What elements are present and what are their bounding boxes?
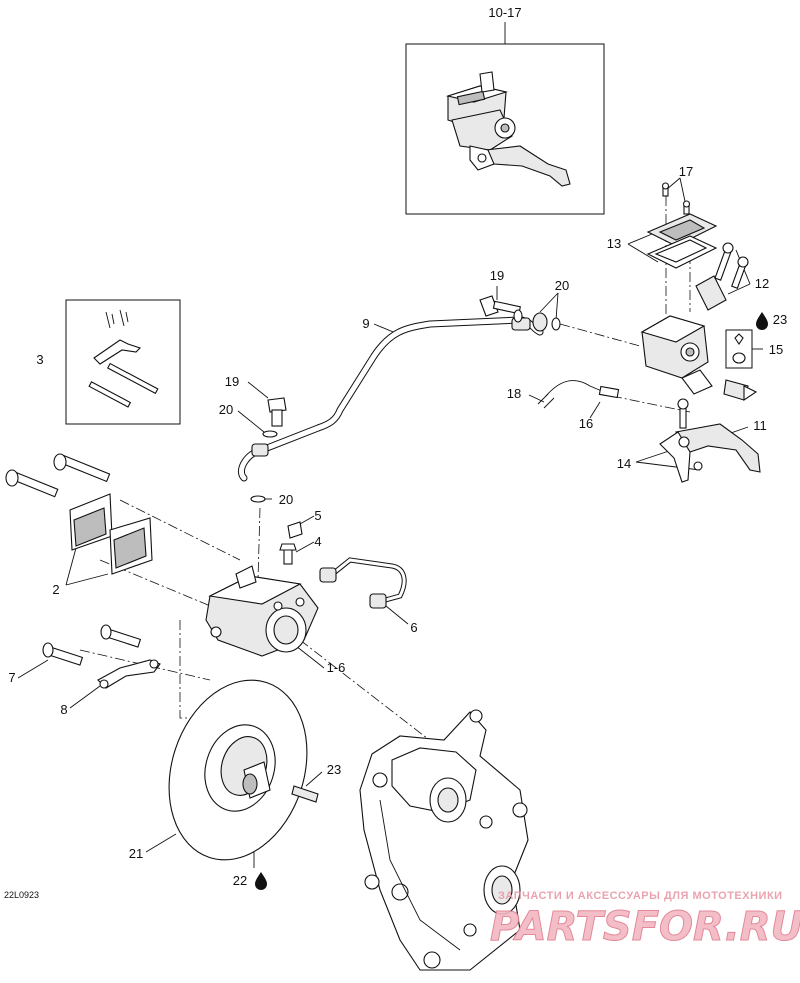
inset-pad-hardware-3 xyxy=(65,299,181,425)
banjo-bolt-19-lower xyxy=(250,397,287,503)
master-cylinder xyxy=(640,315,758,402)
callout-1-6: 1-6 xyxy=(327,660,346,675)
callout-6: 6 xyxy=(410,620,417,635)
callout-13: 13 xyxy=(607,236,621,251)
callout-11: 11 xyxy=(753,418,767,433)
callout-22: 22 xyxy=(233,873,247,888)
callout-16: 16 xyxy=(579,416,593,431)
callout-23-key: 23 xyxy=(327,762,341,777)
callout-14: 14 xyxy=(617,456,631,471)
pad-bolts xyxy=(5,453,111,498)
assembly-lines xyxy=(79,196,691,811)
callout-18: 18 xyxy=(507,386,521,401)
watermark: ЗАПЧАСТИ И АКСЕССУАРЫ ДЛЯ МОТОТЕХНИКИ PA… xyxy=(490,890,800,951)
callout-8: 8 xyxy=(60,702,67,717)
callout-10-17: 10-17 xyxy=(488,5,521,20)
callout-labels: 10-17 17 13 12 19 20 9 23 15 3 18 16 11 … xyxy=(8,5,787,888)
bleeder-4-cap-5 xyxy=(279,521,303,565)
callout-5: 5 xyxy=(314,508,321,523)
callout-19-upper: 19 xyxy=(490,268,504,283)
callout-23-oil: 23 xyxy=(773,312,787,327)
callout-17: 17 xyxy=(679,164,693,179)
callout-21: 21 xyxy=(129,846,143,861)
caliper-1-6 xyxy=(205,565,319,657)
clamp-12 xyxy=(695,242,749,311)
oil-drop-icon xyxy=(255,872,267,890)
key-23 xyxy=(291,785,319,803)
callout-19-lower: 19 xyxy=(225,374,239,389)
callout-20-upper: 20 xyxy=(555,278,569,293)
callout-15: 15 xyxy=(769,342,783,357)
callout-20-lower: 20 xyxy=(219,402,233,417)
callout-2: 2 xyxy=(52,582,59,597)
diagram-code: 22L0923 xyxy=(4,890,39,900)
reservoir-cover-13 xyxy=(646,182,718,269)
watermark-brand: PARTSFOR.RU xyxy=(490,904,800,950)
brake-pads-2 xyxy=(69,493,153,575)
brake-hose-9 xyxy=(237,316,544,482)
inset-master-cylinder-assembly xyxy=(405,22,605,215)
caliper-line-6 xyxy=(319,557,407,609)
brake-disc-21 xyxy=(168,679,308,861)
callout-7: 7 xyxy=(8,670,15,685)
callout-3: 3 xyxy=(36,352,43,367)
callout-20-bottom: 20 xyxy=(279,492,293,507)
callout-12: 12 xyxy=(755,276,769,291)
oil-drop-icon xyxy=(756,312,768,330)
callout-4: 4 xyxy=(314,534,321,549)
callout-9: 9 xyxy=(362,316,369,331)
brake-light-switch-16 xyxy=(537,380,620,409)
watermark-tagline: ЗАПЧАСТИ И АКСЕССУАРЫ ДЛЯ МОТОТЕХНИКИ xyxy=(498,890,783,902)
bolts-7-bracket-8 xyxy=(42,624,161,689)
chaincase-housing xyxy=(359,709,529,971)
brake-lever-11 xyxy=(659,398,761,483)
banjo-bolt-19-upper xyxy=(479,295,561,332)
